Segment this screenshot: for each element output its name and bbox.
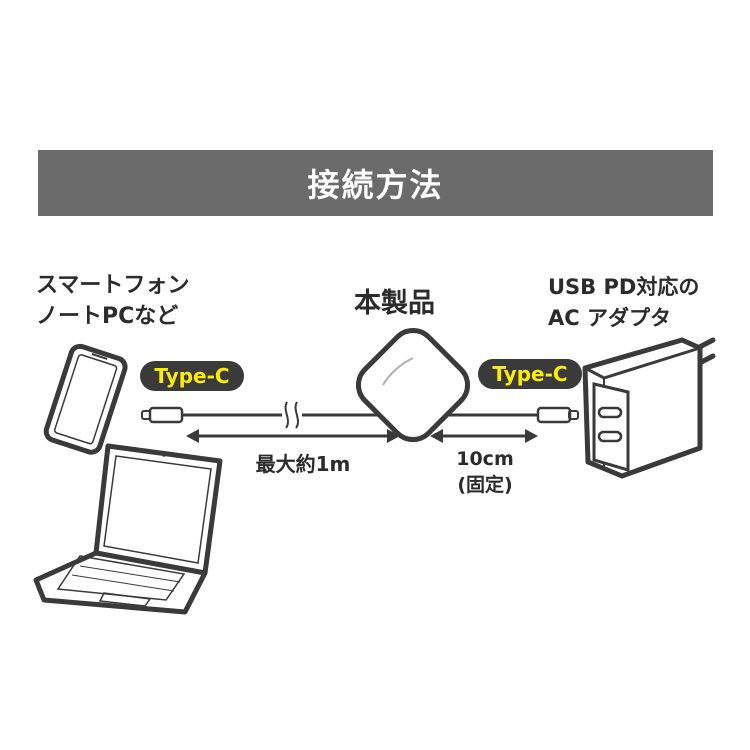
ac-adapter-icon (582, 337, 716, 479)
short-cable-length-label: 10cm (固定) (440, 446, 530, 498)
adapter-label: USB PD対応の AC アダプタ (548, 272, 699, 334)
left-type-c-badge: Type-C (140, 361, 244, 391)
adapter-label-line1: USB PD対応の (548, 275, 700, 299)
left-usb-c-plug (141, 406, 184, 424)
adapter-label-line2: AC アダプタ (548, 306, 671, 330)
section-banner: 接続方法 (38, 150, 713, 216)
long-dimension-arrow (186, 429, 400, 443)
devices-label-line2: ノートPCなど (36, 304, 179, 329)
long-cable (182, 401, 378, 429)
laptop-icon (33, 443, 223, 615)
devices-label-line1: スマートフォン (36, 273, 190, 298)
long-cable-length-label: 最大約1m (255, 452, 351, 476)
banner-title: 接続方法 (307, 166, 444, 204)
devices-label: スマートフォン ノートPCなど (36, 270, 189, 332)
short-dimension-arrow (430, 429, 538, 443)
short-cable-length-value: 10cm (456, 448, 514, 470)
short-cable-length-note: (固定) (457, 474, 513, 496)
product-label: 本製品 (354, 288, 435, 319)
right-type-c-badge: Type-C (478, 359, 582, 389)
smartphone-icon (43, 343, 128, 455)
right-usb-c-plug (536, 406, 579, 424)
product-reel-icon (355, 327, 471, 443)
